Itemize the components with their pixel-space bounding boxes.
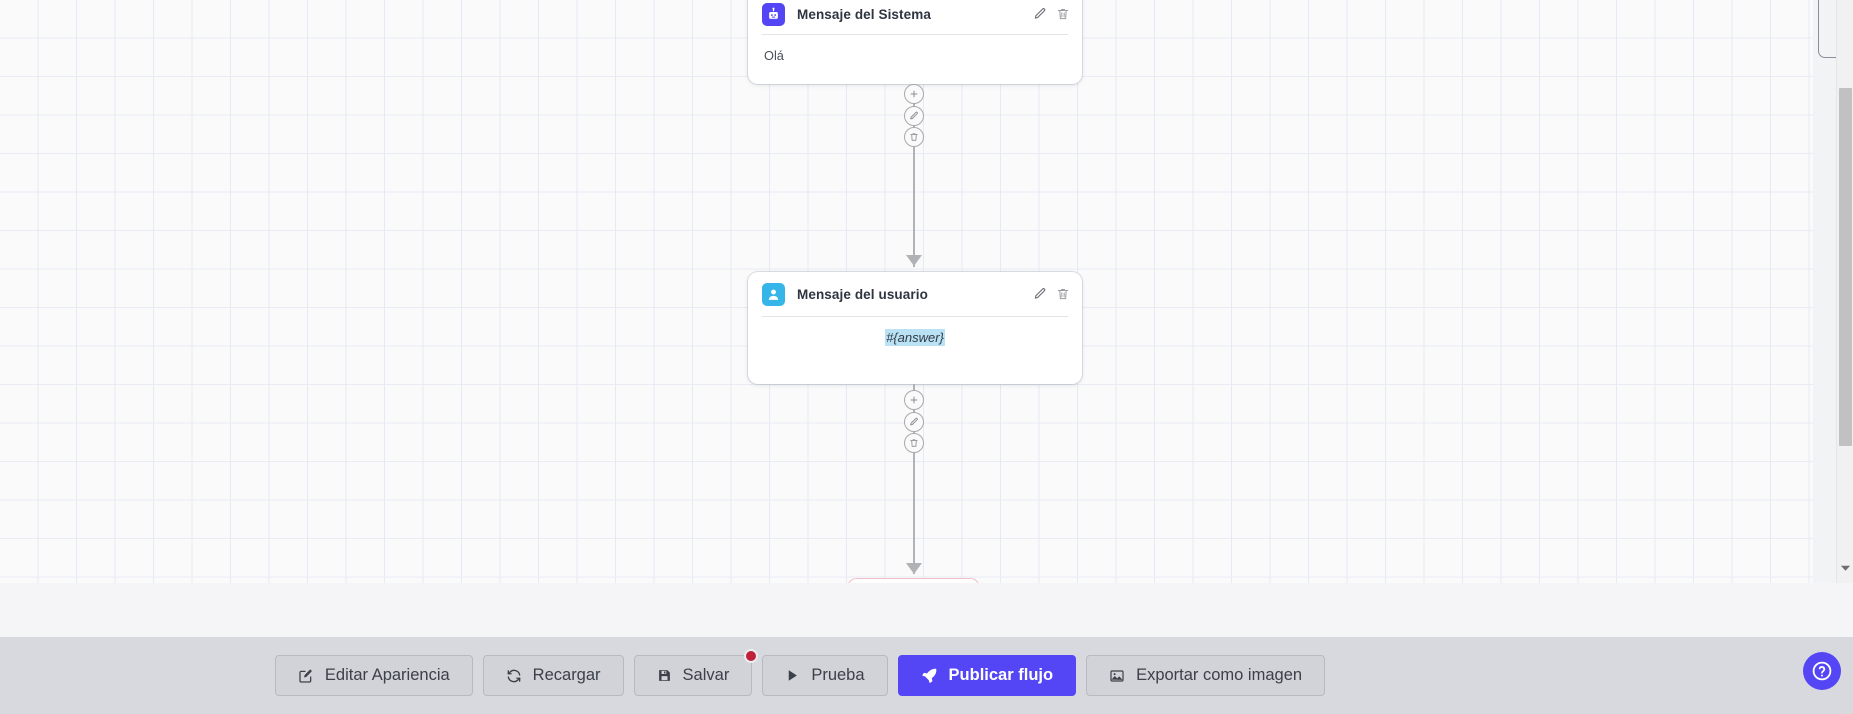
add-node-button[interactable]: [904, 390, 924, 410]
node-title: Mensaje del usuario: [797, 286, 928, 302]
button-label: Exportar como imagen: [1136, 666, 1303, 684]
bottom-toolbar: Editar Apariencia Recargar: [0, 637, 1853, 714]
connector-controls-2: [904, 390, 924, 455]
variable-token: #{answer}: [885, 329, 945, 346]
publish-flow-button[interactable]: Publicar flujo: [897, 655, 1077, 696]
node-divider: [762, 316, 1068, 317]
pencil-icon[interactable]: [1033, 7, 1047, 21]
canvas-footer-strip: [0, 583, 1853, 637]
pencil-square-icon: [298, 668, 314, 684]
flow-canvas[interactable]: Mensaje del Sistema O: [0, 0, 1853, 583]
button-label: Salvar: [682, 666, 730, 684]
edit-connection-button[interactable]: [904, 411, 924, 432]
node-body: #{answer}: [748, 317, 1082, 361]
node-header: Mensaje del Sistema: [748, 0, 1082, 34]
reload-button[interactable]: Recargar: [482, 655, 624, 696]
node-title: Mensaje del Sistema: [797, 6, 931, 22]
image-icon: [1109, 668, 1125, 684]
button-label: Prueba: [811, 666, 865, 684]
pencil-icon[interactable]: [1033, 287, 1047, 301]
node-divider: [762, 34, 1068, 35]
rocket-icon: [921, 667, 938, 684]
delete-connection-button[interactable]: [904, 433, 924, 453]
question-circle-icon: [1810, 659, 1834, 683]
export-as-image-button[interactable]: Exportar como imagen: [1086, 655, 1326, 696]
node-system-message[interactable]: Mensaje del Sistema O: [748, 0, 1082, 84]
button-label: Publicar flujo: [948, 666, 1054, 684]
edit-connection-button[interactable]: [904, 105, 924, 126]
button-label: Editar Apariencia: [324, 666, 450, 684]
node-actions: [1033, 7, 1070, 21]
connector-arrow-1: [906, 255, 922, 266]
connector-arrow-2: [906, 563, 922, 574]
save-button[interactable]: Salvar: [633, 649, 759, 696]
refresh-icon: [506, 668, 522, 684]
add-node-button[interactable]: [904, 84, 924, 104]
triangle-down-icon[interactable]: [1837, 553, 1853, 583]
trash-icon[interactable]: [1056, 7, 1070, 21]
connector-line-2: [913, 384, 915, 574]
unsaved-changes-badge: [744, 649, 759, 663]
connector-controls-1: [904, 84, 924, 149]
connector-line-1: [913, 84, 915, 267]
button-label: Recargar: [532, 666, 601, 684]
play-icon: [785, 668, 800, 683]
node-actions: [1033, 287, 1070, 301]
save-icon: [657, 668, 672, 683]
test-button[interactable]: Prueba: [762, 655, 888, 696]
delete-connection-button[interactable]: [904, 127, 924, 147]
help-button[interactable]: [1803, 652, 1841, 690]
node-body: Olá: [764, 48, 784, 63]
scrollbar-thumb[interactable]: [1839, 88, 1852, 446]
node-user-message[interactable]: Mensaje del usuario: [748, 272, 1082, 384]
edit-appearance-button[interactable]: Editar Apariencia: [274, 655, 473, 696]
person-icon: [762, 282, 785, 306]
robot-icon: [762, 2, 785, 26]
toolbar-button-group: Editar Apariencia Recargar: [0, 637, 1600, 714]
trash-icon[interactable]: [1056, 287, 1070, 301]
canvas-scrollbar[interactable]: [1836, 0, 1853, 583]
node-header: Mensaje del usuario: [748, 272, 1082, 316]
